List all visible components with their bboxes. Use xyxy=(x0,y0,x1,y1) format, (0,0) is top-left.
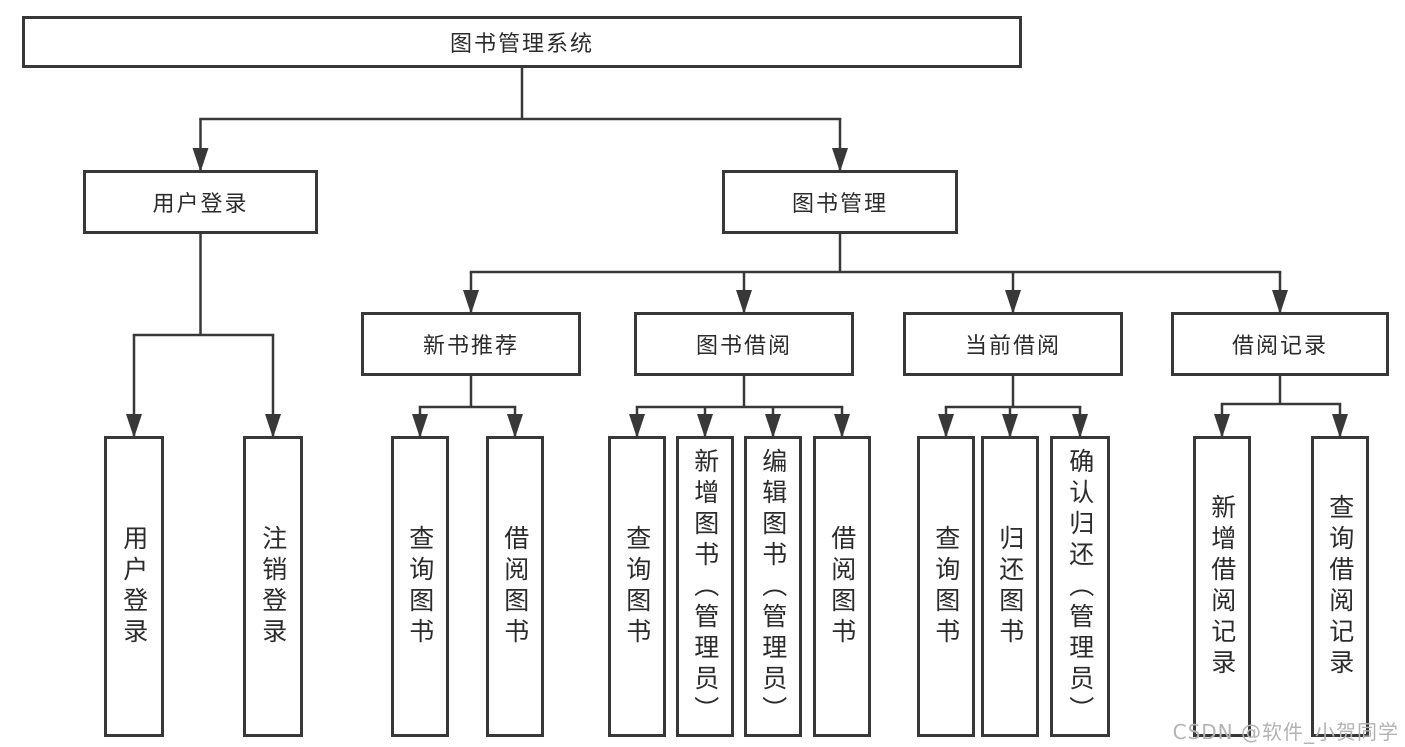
node-label: 用户登录 xyxy=(119,524,149,649)
node-book-borrowing: 图书借阅 xyxy=(634,312,854,376)
node-label: 借阅图书 xyxy=(827,524,857,649)
node-current-borrowing: 当前借阅 xyxy=(903,312,1123,376)
arrowhead-icon xyxy=(1072,414,1088,438)
node-label: 用户登录 xyxy=(152,192,249,217)
node-label: 新增图书（管理员） xyxy=(690,448,720,727)
node-label: 确认归还（管理员） xyxy=(1065,448,1095,727)
node-records-add-record: 新增借阅记录 xyxy=(1193,436,1251,737)
arrowhead-icon xyxy=(265,414,281,438)
node-current-return-books: 归还图书 xyxy=(981,436,1039,737)
node-logout: 注销登录 xyxy=(243,436,303,737)
arrowhead-icon xyxy=(507,414,523,438)
node-label: 查询图书 xyxy=(405,524,435,649)
node-label: 注销登录 xyxy=(258,524,288,649)
arrowhead-icon xyxy=(1332,414,1348,438)
node-label: 编辑图书（管理员） xyxy=(758,448,788,727)
arrowhead-icon xyxy=(697,414,713,438)
node-root: 图书管理系统 xyxy=(22,16,1022,68)
node-label: 当前借阅 xyxy=(964,334,1061,359)
node-login: 用户登录 xyxy=(104,436,164,737)
node-borrow-borrow-books: 借阅图书 xyxy=(813,436,871,737)
node-label: 图书管理系统 xyxy=(449,32,594,57)
node-book-management: 图书管理 xyxy=(722,170,958,234)
node-label: 新书推荐 xyxy=(422,334,519,359)
arrowhead-icon xyxy=(938,414,954,438)
node-label: 归还图书 xyxy=(995,524,1025,649)
node-current-query-books: 查询图书 xyxy=(917,436,975,737)
node-label: 图书管理 xyxy=(791,192,888,217)
node-borrow-add-books-admin: 新增图书（管理员） xyxy=(676,436,734,737)
arrowhead-icon xyxy=(412,414,428,438)
arrowhead-icon xyxy=(1002,414,1018,438)
node-borrow-edit-books-admin: 编辑图书（管理员） xyxy=(744,436,802,737)
node-label: 查询图书 xyxy=(931,524,961,649)
arrowhead-icon xyxy=(832,148,848,172)
arrowhead-icon xyxy=(126,414,142,438)
node-label: 查询图书 xyxy=(622,524,652,649)
arrowhead-icon xyxy=(192,148,209,172)
arrowhead-icon xyxy=(1214,414,1230,438)
node-borrow-query-books: 查询图书 xyxy=(608,436,666,737)
node-recommend-query-books: 查询图书 xyxy=(391,436,449,737)
arrowhead-icon xyxy=(736,290,752,314)
arrowhead-icon xyxy=(834,414,850,438)
node-label: 借阅记录 xyxy=(1231,334,1328,359)
node-borrowing-records: 借阅记录 xyxy=(1171,312,1389,376)
node-label: 借阅图书 xyxy=(500,524,530,649)
node-label: 新增借阅记录 xyxy=(1207,493,1237,680)
arrowhead-icon xyxy=(629,414,645,438)
node-user-login: 用户登录 xyxy=(83,170,318,234)
arrowhead-icon xyxy=(463,290,479,314)
node-label: 图书借阅 xyxy=(695,334,792,359)
node-label: 查询借阅记录 xyxy=(1325,493,1355,680)
node-new-book-recommend: 新书推荐 xyxy=(361,312,581,376)
arrowhead-icon xyxy=(1005,290,1021,314)
node-recommend-borrow-books: 借阅图书 xyxy=(486,436,544,737)
node-current-confirm-return-admin: 确认归还（管理员） xyxy=(1050,436,1110,737)
arrowhead-icon xyxy=(1272,290,1288,314)
arrowhead-icon xyxy=(765,414,781,438)
node-records-query-record: 查询借阅记录 xyxy=(1311,436,1369,737)
watermark: CSDN @软件_小贺同学 xyxy=(1172,720,1399,744)
